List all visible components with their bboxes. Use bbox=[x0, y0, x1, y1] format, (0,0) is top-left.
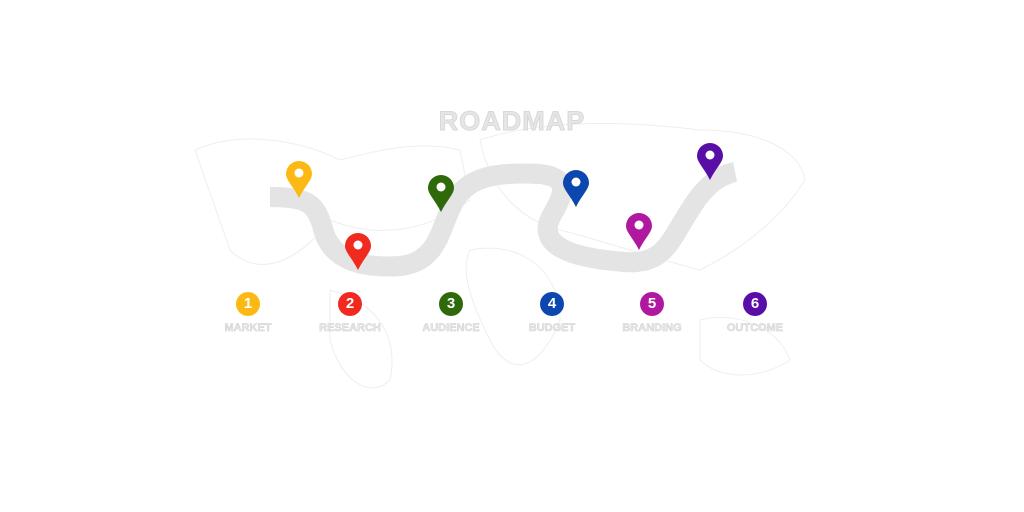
location-pin-icon bbox=[563, 170, 589, 207]
step-label: AUDIENCE bbox=[422, 322, 480, 335]
page-title: ROADMAP bbox=[438, 106, 586, 137]
step-number-badge: 6 bbox=[743, 292, 767, 316]
location-pin-icon bbox=[345, 233, 371, 270]
location-pin-icon bbox=[697, 143, 723, 180]
location-pin-icon bbox=[626, 213, 652, 250]
step-number-badge: 2 bbox=[338, 292, 362, 316]
step-number-badge: 3 bbox=[439, 292, 463, 316]
step-label: OUTCOME bbox=[726, 322, 784, 335]
step-label: MARKET bbox=[224, 322, 272, 335]
step-number-badge: 4 bbox=[540, 292, 564, 316]
step-label: BUDGET bbox=[528, 322, 576, 335]
step-number-badge: 1 bbox=[236, 292, 260, 316]
step-number-badge: 5 bbox=[640, 292, 664, 316]
location-pin-icon bbox=[428, 175, 454, 212]
step-label: RESEARCH bbox=[319, 322, 381, 335]
world-map-background bbox=[194, 122, 806, 389]
location-pin-icon bbox=[286, 161, 312, 198]
road bbox=[270, 172, 735, 266]
step-label: BRANDING bbox=[622, 322, 682, 335]
